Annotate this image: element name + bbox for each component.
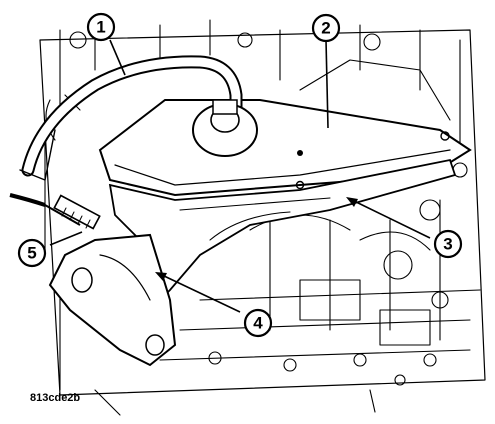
mounting-boss — [192, 99, 258, 157]
callout-4-label: 4 — [253, 314, 263, 333]
callout-5-label: 5 — [27, 244, 36, 263]
callout-2-label: 2 — [321, 19, 330, 38]
callout-3: 3 — [433, 229, 463, 259]
callout-1-label: 1 — [96, 18, 105, 37]
oxygen-sensor — [9, 193, 101, 230]
leader-lines — [49, 39, 431, 313]
callout-2: 2 — [311, 13, 341, 43]
dipstick-tube — [19, 55, 243, 181]
figure-id: 813cde2b — [30, 392, 81, 404]
callout-1: 1 — [86, 12, 116, 42]
callout-5: 5 — [17, 238, 47, 268]
callout-3-label: 3 — [443, 235, 452, 254]
manifold-outlet-flange — [48, 233, 177, 367]
callout-4: 4 — [243, 308, 273, 338]
